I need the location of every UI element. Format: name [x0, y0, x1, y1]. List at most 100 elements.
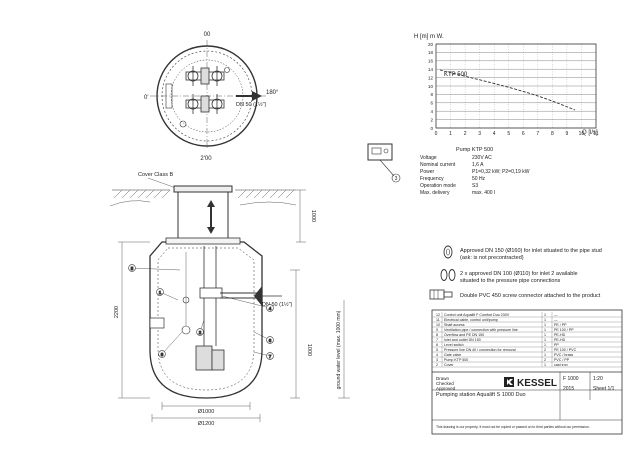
- parts-cell: 4: [436, 353, 438, 357]
- callout-leader: [161, 331, 183, 355]
- x-tick-label: 7: [536, 131, 539, 137]
- pump-assembly-lower: [185, 94, 225, 114]
- callout-number: 6: [269, 338, 272, 343]
- y-tick-label: 8: [430, 92, 433, 97]
- note-c-line-1: Double PVC 450 screw connector attached …: [460, 293, 601, 299]
- parts-cell: 10: [436, 323, 440, 327]
- pump-specs-heading: Pump KTP 500: [456, 147, 493, 153]
- dim-ground-water: ground water level (max. 1000 mm): [336, 310, 342, 389]
- title-field-drawn: Drawn: [436, 376, 450, 381]
- top-view-label-bottom: 2'00: [200, 156, 212, 162]
- drawing-title: Pumping station Aqualift S 1000 Duo: [436, 392, 526, 398]
- cover-label: Cover Class B: [138, 172, 173, 178]
- drawing-scale: 1:20: [593, 376, 603, 382]
- parts-cell: PE-HD: [554, 333, 566, 337]
- tank-collar: [165, 237, 241, 245]
- spec-value: S3: [472, 183, 478, 189]
- parts-cell: Pump KTP 500: [444, 358, 468, 362]
- spec-value: P1=0,32 kW; P2=0,19 kW: [472, 169, 530, 175]
- top-view: 00 0' 2'00: [144, 32, 279, 162]
- spec-value: 1,6 A: [472, 162, 484, 168]
- parts-cell: 11: [436, 318, 440, 322]
- callout-leader: [221, 295, 271, 309]
- parts-cell: 1: [544, 363, 546, 367]
- title-field-approved: Approved: [436, 386, 456, 391]
- notes: Approved DN 150 (Ø160) for inlet situate…: [429, 245, 602, 300]
- parts-cell: 1: [544, 353, 546, 357]
- brand-name: KESSEL: [517, 378, 557, 389]
- top-view-label-top: 00: [204, 32, 211, 38]
- parts-cell: 2: [544, 348, 546, 352]
- parts-cell: PE / PP: [554, 323, 567, 327]
- note-c-icon: [429, 289, 453, 300]
- section-view: Cover Class B: [109, 172, 350, 427]
- parts-cell: 1: [544, 333, 546, 337]
- pump-chart-title: H [m] m W.: [414, 34, 444, 40]
- callout-number: 7: [269, 354, 272, 359]
- parts-cell: PE 100 / PP: [554, 328, 574, 332]
- spec-key: Power: [420, 169, 435, 175]
- top-view-label-left: 0': [144, 95, 148, 101]
- y-tick-label: 10: [428, 84, 434, 89]
- x-tick-label: 0: [435, 131, 438, 137]
- callout-bubble: [266, 304, 274, 312]
- x-tick-label: 6: [522, 131, 525, 137]
- parts-cell: Ventilation pipe / connection with press…: [444, 328, 518, 332]
- dim-mid: 1000: [306, 344, 312, 356]
- x-tick-label: 9: [566, 131, 569, 137]
- dim-top: 1000: [310, 210, 316, 222]
- parts-cell: 6: [436, 343, 438, 347]
- callout-number: 2: [199, 330, 202, 335]
- y-tick-label: 12: [428, 75, 434, 80]
- parts-cell: —: [554, 318, 558, 322]
- x-tick-label: 2: [464, 131, 467, 137]
- parts-cell: Overflow and PE DN 150: [444, 333, 484, 337]
- parts-cell: —: [554, 313, 558, 317]
- parts-cell: 1: [544, 338, 546, 342]
- dim-outer-diameter: Ø1200: [198, 421, 215, 427]
- x-tick-label: 11: [593, 131, 598, 137]
- outlet-label: DN 50 (1½"): [236, 101, 267, 108]
- parts-cell: Control unit Aqualift F Comfort Duo 230V: [444, 313, 510, 317]
- y-tick-label: 6: [430, 101, 433, 106]
- callout-bubble: [266, 352, 274, 360]
- callout-bubble: [196, 328, 204, 336]
- parts-cell: 1: [544, 323, 546, 327]
- callout-number: 5: [131, 266, 134, 271]
- y-tick-label: 20: [428, 42, 434, 47]
- note-b-icon: [440, 269, 456, 281]
- y-tick-label: 14: [428, 67, 434, 72]
- spec-key: Frequency: [420, 176, 444, 182]
- x-tick-label: 4: [493, 131, 496, 137]
- parts-cell: PE 100 / PVC: [554, 348, 577, 352]
- callout-bubble: [158, 350, 166, 358]
- drawing-date: 2015: [563, 386, 574, 392]
- parts-cell: PP: [554, 343, 559, 347]
- pump-curve-label: KTP 500: [444, 72, 468, 78]
- callout-leader: [131, 267, 181, 271]
- spec-key: Voltage: [420, 155, 437, 161]
- pump-chart-grid: [435, 43, 597, 129]
- note-a-line-1: Approved DN 150 (Ø160) for inlet situate…: [460, 248, 602, 254]
- drawing-number: F 1000: [563, 376, 579, 382]
- parts-cell: Level switch: [444, 343, 464, 347]
- drawing-sheet: Sheet 1/1: [593, 386, 615, 392]
- parts-cell: 1: [544, 313, 546, 317]
- parts-cell: Cover: [444, 363, 454, 367]
- parts-cell: 12: [436, 313, 440, 317]
- pump-curve: [439, 69, 576, 111]
- spec-key: Nominal current: [420, 162, 456, 168]
- parts-cell: 1: [544, 328, 546, 332]
- callout-number: 4: [269, 306, 272, 311]
- parts-cell: 2: [544, 358, 546, 362]
- shaft-cover: [173, 185, 233, 193]
- pump-specs-callout: 3: [395, 176, 398, 182]
- parts-cell: 1: [544, 343, 546, 347]
- parts-cell: 2: [436, 363, 438, 367]
- x-tick-label: 10: [579, 131, 585, 137]
